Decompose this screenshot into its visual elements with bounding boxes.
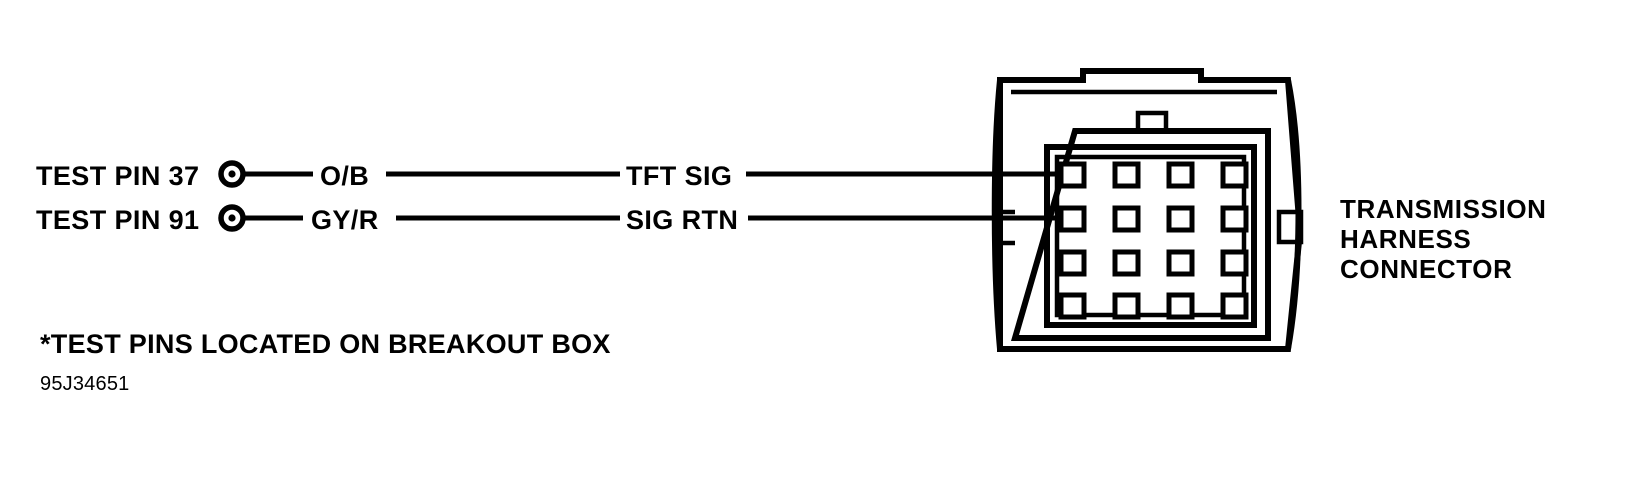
pin-cavity-r1c1 [1058, 161, 1087, 189]
pin-cavity-r2c1 [1058, 205, 1087, 233]
figure-number: 95J34651 [40, 373, 129, 395]
connector-label-line-1: TRANSMISSION [1340, 194, 1547, 224]
pin-cavity-r4c4 [1220, 292, 1249, 320]
connector-label-line-2: HARNESS [1340, 224, 1471, 254]
wire-color-label-1: O/B [320, 161, 369, 191]
circuit-row-1: TEST PIN 37 O/B TFT SIG [36, 160, 1062, 191]
test-point-icon-1 [218, 160, 246, 188]
connector-cavity-plate [1044, 144, 1257, 328]
pin-cavity-r3c2 [1112, 249, 1141, 277]
connector-label-line-3: CONNECTOR [1340, 254, 1512, 284]
pin-cavity-r2c3 [1166, 205, 1195, 233]
connector-top-locking-tab [1135, 110, 1169, 131]
pin-cavity-r3c1 [1058, 249, 1087, 277]
pin-cavity-r2c2 [1112, 205, 1141, 233]
connector-housing-shoulder [1011, 128, 1271, 341]
test-pin-label-2: TEST PIN 91 [36, 205, 199, 235]
wire-color-label-2: GY/R [311, 205, 379, 235]
test-point-icon-2 [218, 204, 246, 232]
pin-cavity-r1c3 [1166, 161, 1195, 189]
test-pin-label-1: TEST PIN 37 [36, 161, 199, 191]
pin-cavity-r3c4 [1220, 249, 1249, 277]
connector-cavity-plate-inner [1054, 154, 1247, 318]
pin-cavity-r1c2 [1112, 161, 1141, 189]
pin-cavity-r1c4 [1220, 161, 1249, 189]
connector-right-latch-tab [1276, 209, 1304, 245]
pin-cavity-r3c3 [1166, 249, 1195, 277]
connector-callout-label: TRANSMISSION HARNESS CONNECTOR [1340, 194, 1547, 284]
signal-label-1: TFT SIG [626, 161, 732, 191]
pin-cavity-r4c1 [1058, 292, 1087, 320]
transmission-harness-connector [991, 68, 1304, 352]
pin-cavity-r2c4 [1220, 205, 1249, 233]
circuit-row-2: TEST PIN 91 GY/R SIG RTN [36, 204, 1062, 235]
connector-left-outer-wall [991, 79, 1003, 350]
connector-left-latch-tab [997, 209, 1015, 246]
pin-cavity-r4c3 [1166, 292, 1195, 320]
signal-label-2: SIG RTN [626, 205, 738, 235]
pin-cavity-r4c2 [1112, 292, 1141, 320]
breakout-box-footnote: *TEST PINS LOCATED ON BREAKOUT BOX [40, 329, 611, 359]
